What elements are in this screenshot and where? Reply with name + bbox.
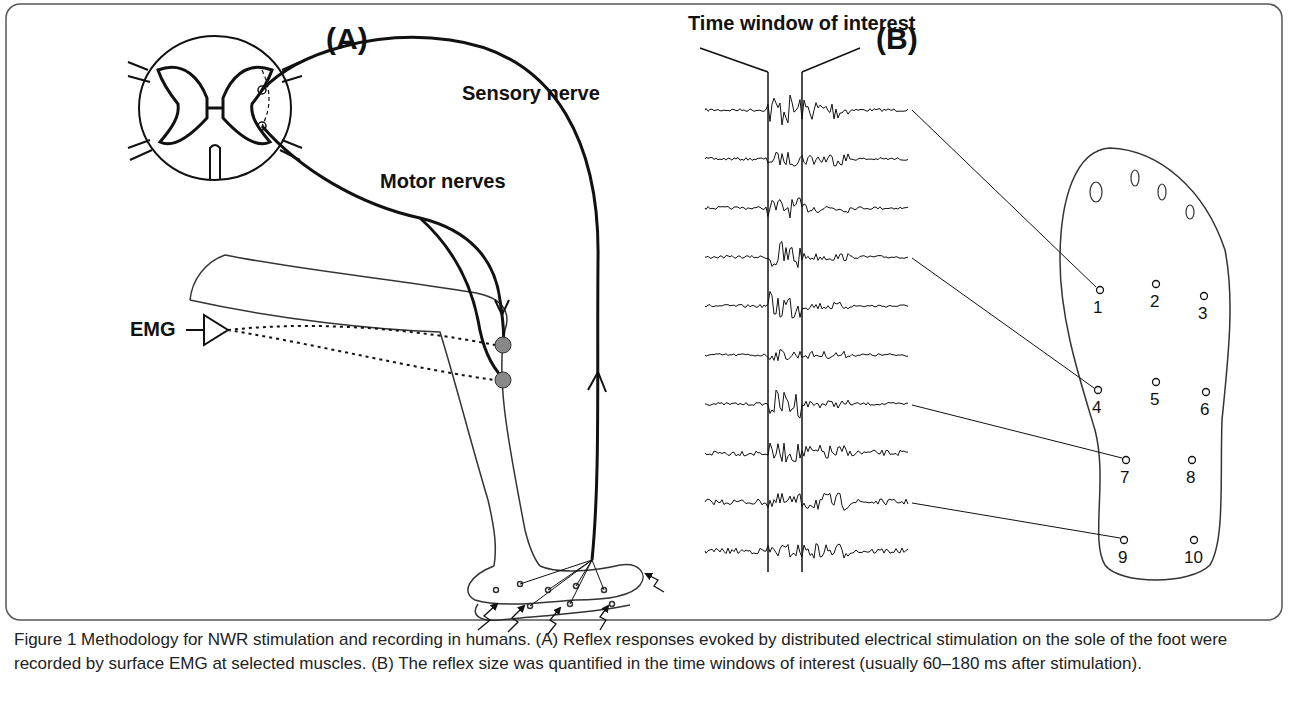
emg-wire (228, 326, 495, 380)
foot-sole (468, 565, 643, 621)
emg-trace (705, 390, 908, 418)
nerve-label: Sensory nerve (462, 82, 600, 105)
stimulation-arrows (478, 574, 664, 634)
emg-trace (705, 198, 908, 218)
time-window (700, 48, 860, 572)
callout-number: 9 (1118, 548, 1127, 568)
leader-lines (912, 110, 1122, 538)
direction-arrow (588, 372, 606, 392)
emg-traces (705, 95, 908, 558)
callout-number: 4 (1092, 398, 1101, 418)
callout-number: 5 (1150, 390, 1159, 410)
figure-caption: Figure 1 Methodology for NWR stimulation… (14, 628, 1276, 676)
spinal-cord (128, 36, 302, 180)
leg-outline (190, 255, 540, 566)
emg-wire (186, 329, 204, 331)
emg-label: EMG (130, 318, 176, 341)
callout-number: 3 (1198, 304, 1207, 324)
nerve-label: Motor nerves (380, 170, 506, 193)
emg-trace (705, 242, 908, 268)
stimulation-points (1095, 281, 1210, 544)
emg-trace (705, 291, 908, 318)
nerve-branch (520, 560, 604, 606)
panel-label: (A) (326, 22, 368, 56)
callout-number: 1 (1093, 298, 1102, 318)
foot-sole (1060, 148, 1230, 580)
emg-electrode (495, 372, 511, 388)
callout-number: 8 (1186, 468, 1195, 488)
direction-arrow (495, 300, 509, 315)
emg-trace (705, 544, 908, 559)
emg-trace (705, 95, 908, 125)
callout-number: 6 (1200, 400, 1209, 420)
toes (1090, 170, 1194, 219)
callout-number: 7 (1120, 468, 1129, 488)
emg-trace (705, 443, 908, 462)
emg-trace (705, 350, 908, 361)
callout-number: 10 (1184, 548, 1203, 568)
callout-number: 2 (1150, 292, 1159, 312)
emg-trace (705, 152, 908, 166)
window-label: Time window of interest (688, 12, 915, 35)
figure-frame (6, 4, 1282, 620)
emg-trace (705, 493, 908, 510)
amplifier-symbol (204, 315, 228, 345)
emg-electrode (495, 337, 511, 353)
sensory-nerve (262, 37, 598, 560)
